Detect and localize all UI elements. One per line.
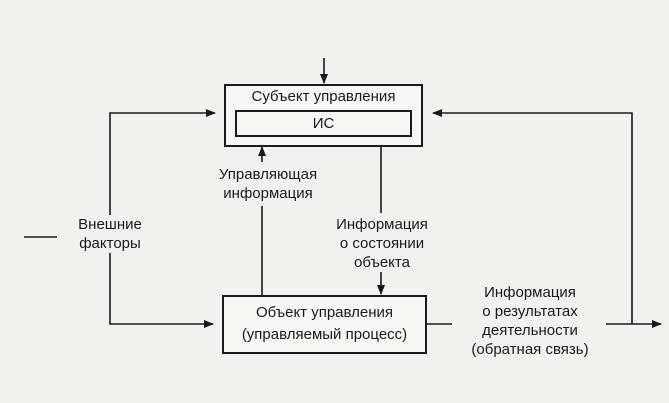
- results-line-1: Информация: [484, 284, 576, 301]
- is-box: ИС: [235, 110, 412, 137]
- subject-box: Субъект управления ИС: [224, 84, 423, 147]
- results-line-4: (обратная связь): [471, 341, 589, 358]
- subject-title: Субъект управления: [251, 88, 396, 105]
- results-line-2: о результатах: [482, 303, 578, 320]
- state-info-line-1: Информация: [336, 216, 428, 233]
- object-line-2: (управляемый процесс): [241, 326, 408, 343]
- state-info-line-3: объекта: [354, 254, 410, 271]
- results-info-label: Информация о результатах деятельности (о…: [455, 283, 605, 359]
- feedback-loop-line: [432, 109, 633, 324]
- object-line-1: Объект управления: [255, 304, 394, 321]
- results-line-3: деятельности: [482, 322, 578, 339]
- state-info-label: Информация о состоянии объекта: [327, 215, 437, 272]
- control-info-line-1: Управляющая: [218, 166, 318, 183]
- state-info-line-2: о состоянии: [339, 235, 425, 252]
- object-text: Объект управления (управляемый процесс): [224, 302, 425, 346]
- control-info-label: Управляющая информация: [203, 165, 333, 203]
- external-loop-line: [109, 109, 216, 226]
- control-info-line-2: информация: [223, 185, 313, 202]
- external-line-2: факторы: [79, 235, 141, 252]
- external-to-object-line: [109, 252, 214, 328]
- external-factors-label: Внешние факторы: [70, 215, 150, 253]
- is-label: ИС: [312, 115, 335, 132]
- external-line-1: Внешние: [78, 216, 142, 233]
- object-box: Объект управления (управляемый процесс): [222, 295, 427, 354]
